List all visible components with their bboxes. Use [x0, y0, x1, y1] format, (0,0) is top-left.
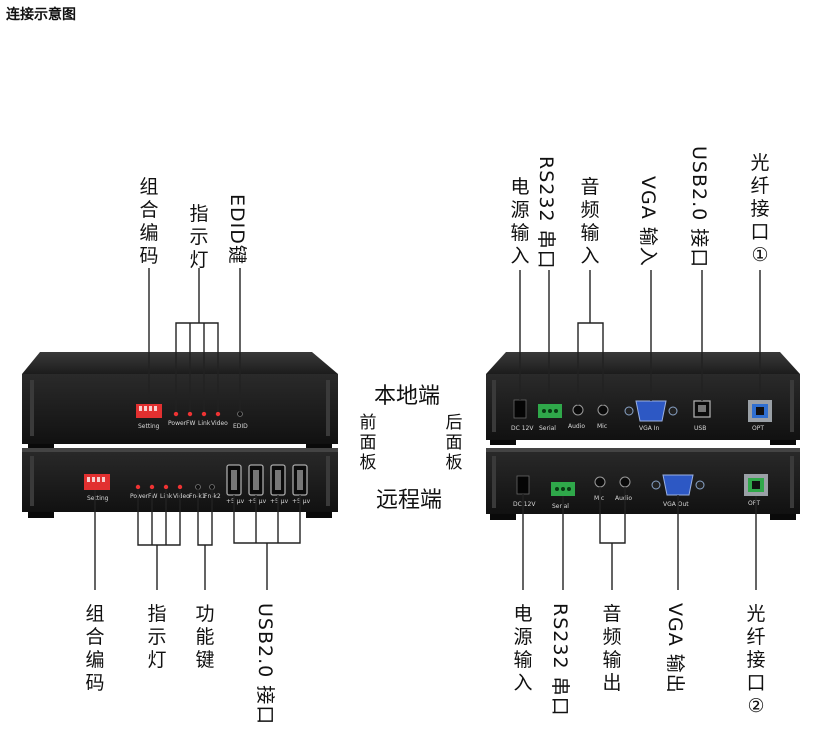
remote-end-label: 远程端 — [376, 488, 443, 513]
fiber-port[interactable] — [748, 400, 772, 422]
serial-callout: RS232 串口 — [549, 603, 571, 717]
page-title: 连接示意图 — [6, 7, 76, 23]
audio-jack[interactable] — [572, 404, 584, 416]
dip-callout: 组 合 编 码 — [139, 176, 159, 267]
vga-label: VGA In — [639, 425, 660, 432]
video-label: Video — [211, 420, 228, 427]
fn2-button[interactable] — [209, 484, 215, 490]
edid-label: EDID — [233, 423, 248, 430]
power-callout: 电 源 输 入 — [513, 603, 533, 694]
serial-label: Serial — [539, 425, 556, 432]
audio-callout: 音 频 输 出 — [602, 603, 622, 694]
usb-port[interactable] — [292, 464, 308, 496]
vga-port[interactable] — [624, 400, 678, 422]
fiber-callout: 光 纤 接 口 ② — [746, 603, 766, 717]
usb-port-label: +5 µv — [248, 498, 267, 505]
remote-back-unit: DC 12V Serial Mic Audio VGA Out OPT — [486, 448, 800, 520]
audio-callout: 音 频 输 入 — [580, 176, 600, 267]
usb-port-label: +5 µv — [292, 498, 311, 505]
back-panel-label: 后 面 板 — [445, 413, 463, 473]
power-label: Power — [168, 420, 187, 427]
usb-port[interactable] — [226, 464, 242, 496]
fw-label: FW — [186, 420, 195, 427]
dip-callout: 组 合 编 码 — [85, 603, 105, 694]
dc-label: DC 12V — [511, 425, 534, 432]
mic-label: Mic — [597, 423, 607, 430]
local-end-label: 本地端 — [374, 384, 441, 409]
dc-jack[interactable] — [513, 399, 527, 419]
power-label: Power — [130, 493, 149, 500]
power-led — [135, 484, 141, 490]
leds-callout: 指 示 灯 — [147, 603, 167, 671]
serial-label: Serial — [552, 503, 569, 510]
setting-label: Setting — [138, 423, 160, 430]
edid-button[interactable] — [237, 411, 243, 417]
opt-label: OPT — [748, 500, 760, 507]
fn1-button[interactable] — [195, 484, 201, 490]
link-led — [201, 411, 207, 417]
leader-lines — [94, 268, 761, 590]
audio-label: Audio — [568, 423, 585, 430]
mic-jack[interactable] — [594, 476, 606, 488]
vga-callout: VGA 输出 — [664, 603, 686, 694]
audio-jack[interactable] — [619, 476, 631, 488]
vga-callout: VGA 输入 — [637, 176, 659, 267]
local-front-unit: Setting Power FW Link Video EDID — [22, 352, 338, 449]
fiber-port[interactable] — [744, 474, 768, 496]
fw-label: FW — [148, 493, 157, 500]
video-led — [177, 484, 183, 490]
link-led — [163, 484, 169, 490]
fw-led — [149, 484, 155, 490]
front-panel-label: 前 面 板 — [359, 413, 377, 473]
fw-led — [187, 411, 193, 417]
usb-port-label: +5 µv — [226, 498, 245, 505]
dc-jack[interactable] — [516, 475, 530, 495]
fiber-callout: 光 纤 接 口 ① — [750, 152, 770, 266]
video-label: Video — [173, 493, 190, 500]
vga-port[interactable] — [651, 474, 705, 496]
usb-callout: USB2.0 接口 — [254, 603, 276, 726]
local-back-unit: DC 12V Serial Audio Mic VGA In USB OPT — [486, 352, 800, 445]
mic-label: Mic — [594, 495, 604, 502]
leds-callout: 指 示 灯 — [189, 203, 209, 271]
dc-label: DC 12V — [513, 501, 536, 508]
vga-label: VGA Out — [663, 501, 689, 508]
power-led — [173, 411, 179, 417]
usb-port[interactable] — [248, 464, 264, 496]
edid-callout: EDID键 — [226, 194, 248, 265]
link-label: Link — [198, 420, 211, 427]
usb-port[interactable] — [270, 464, 286, 496]
serial-callout: RS232 串口 — [535, 156, 557, 270]
video-led — [215, 411, 221, 417]
usb-callout: USB2.0 接口 — [688, 146, 710, 269]
func-callout: 功 能 键 — [195, 603, 215, 671]
usb-port-label: +5 µv — [270, 498, 289, 505]
audio-label: Audio — [615, 495, 632, 502]
setting-label: Setting — [87, 495, 109, 502]
opt-label: OPT — [752, 425, 764, 432]
usb-label: USB — [694, 425, 706, 432]
power-callout: 电 源 输 入 — [510, 176, 530, 267]
mic-jack[interactable] — [597, 404, 609, 416]
